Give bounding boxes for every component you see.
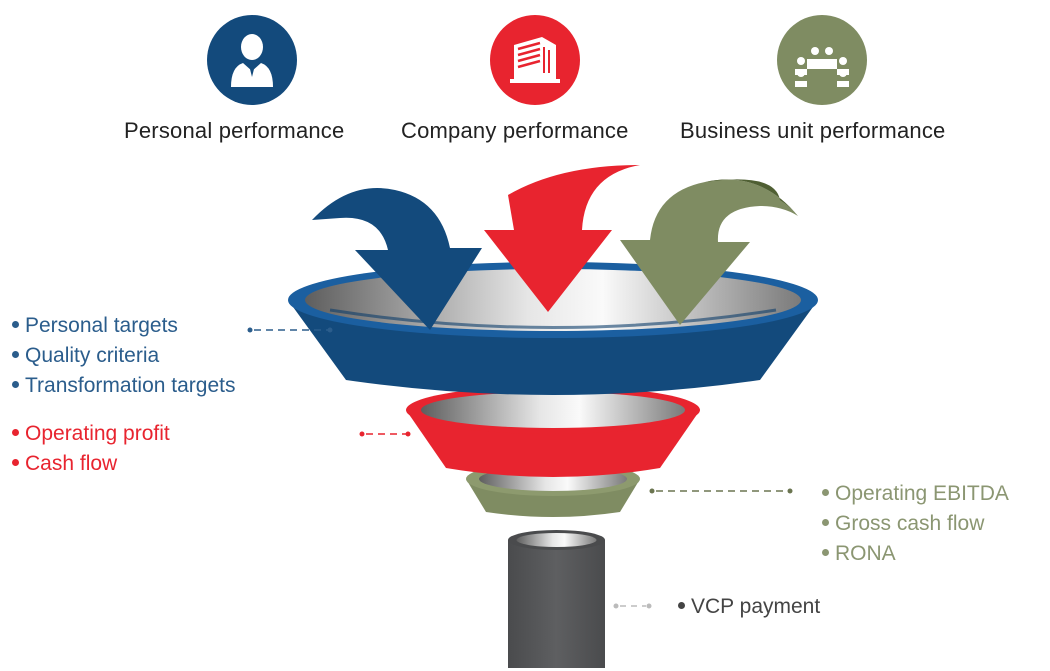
company-arrow — [484, 165, 640, 312]
personal-arrow — [312, 188, 482, 330]
connector-personal — [247, 327, 333, 333]
output-list: VCP payment — [678, 592, 820, 622]
list-item: Personal targets — [12, 311, 235, 341]
company-performance-badge — [490, 15, 580, 105]
list-item: Transformation targets — [12, 371, 235, 401]
source-label-business-unit: Business unit performance — [680, 118, 946, 143]
person-icon — [207, 15, 297, 105]
list-item: VCP payment — [678, 592, 820, 622]
list-item: Cash flow — [12, 449, 170, 479]
company-funnel-ring — [406, 386, 700, 477]
meeting-icon — [777, 15, 867, 105]
connector-business-unit — [649, 488, 793, 494]
source-label-company: Company performance — [401, 118, 629, 143]
business-unit-performance-badge — [777, 15, 867, 105]
list-item: Operating EBITDA — [822, 479, 1009, 509]
business-unit-arrow — [620, 179, 798, 325]
personal-performance-badge — [207, 15, 297, 105]
connector-output — [613, 603, 652, 609]
output-cylinder — [508, 530, 605, 668]
personal-criteria-list: Personal targets Quality criteria Transf… — [12, 311, 235, 401]
list-item: Operating profit — [12, 419, 170, 449]
building-icon — [490, 15, 580, 105]
connector-company — [359, 431, 411, 437]
list-item: RONA — [822, 539, 1009, 569]
source-label-personal: Personal performance — [124, 118, 345, 143]
list-item: Gross cash flow — [822, 509, 1009, 539]
company-criteria-list: Operating profit Cash flow — [12, 419, 170, 479]
business-unit-criteria-list: Operating EBITDA Gross cash flow RONA — [822, 479, 1009, 569]
list-item: Quality criteria — [12, 341, 235, 371]
